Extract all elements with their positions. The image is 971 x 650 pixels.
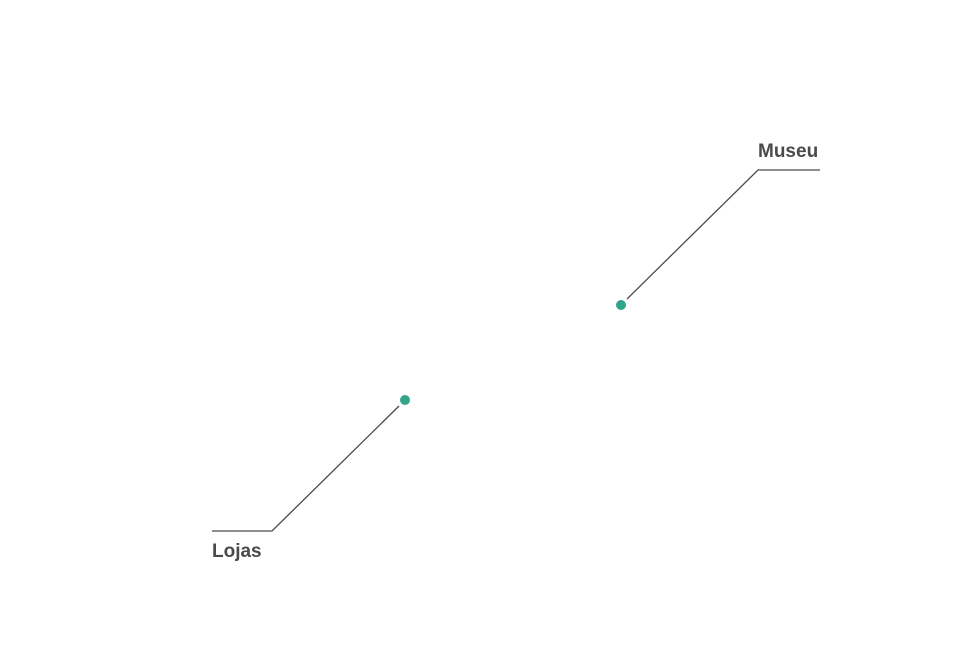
museu-label: Museu — [758, 141, 819, 162]
lojas-leader-line — [212, 405, 400, 532]
museu-marker[interactable] — [616, 300, 626, 310]
museu-leader-line — [626, 169, 820, 300]
lojas-marker[interactable] — [400, 395, 410, 405]
lojas-label: Lojas — [212, 541, 262, 562]
